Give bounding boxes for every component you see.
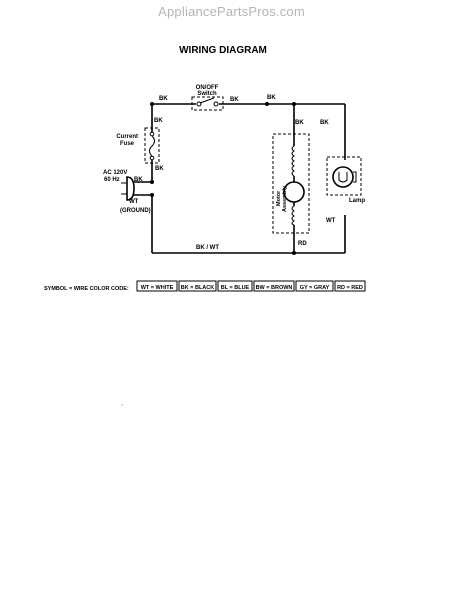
wire-label-rd: RD bbox=[298, 241, 307, 247]
legend-prefix: SYMBOL = WIRE COLOR CODE: bbox=[44, 286, 129, 292]
junction-dot bbox=[292, 102, 296, 106]
wire-label-bk: BK bbox=[154, 118, 163, 124]
diagram-title: WIRING DIAGRAM bbox=[179, 45, 267, 56]
wire-label-bk: BK bbox=[267, 95, 276, 101]
ac-plug-icon bbox=[126, 176, 135, 201]
legend-box bbox=[136, 280, 178, 292]
fuse-element bbox=[149, 135, 155, 157]
wire-label-bk: BK bbox=[159, 96, 168, 102]
junction-dot bbox=[150, 193, 154, 197]
lamp-bulb-icon bbox=[332, 166, 354, 188]
watermark: AppliancePartsPros.com bbox=[158, 4, 305, 19]
scan-speck bbox=[121, 404, 123, 406]
switch-label-line2: Switch bbox=[197, 91, 217, 97]
legend-box bbox=[295, 280, 334, 292]
motor-winding-bottom bbox=[291, 205, 295, 226]
wire-label-bk: BK bbox=[155, 166, 164, 172]
motor-icon bbox=[283, 181, 305, 203]
legend-code: BW = BROWN bbox=[256, 285, 293, 291]
switch-contact bbox=[213, 101, 219, 107]
wire-label-bkwt: BK / WT bbox=[196, 245, 219, 251]
switch-dashed-box bbox=[191, 96, 224, 111]
wire-label-bk: BK bbox=[320, 120, 329, 126]
fuse-dashed-box bbox=[144, 127, 160, 164]
motor-dashed-box bbox=[272, 133, 310, 234]
legend-box bbox=[178, 280, 217, 292]
switch-label-line1: ON/OFF bbox=[196, 85, 219, 91]
fuse-contact bbox=[149, 131, 155, 137]
wire-label-bk: BK bbox=[134, 177, 143, 183]
legend-code: BK = BLACK bbox=[181, 285, 214, 291]
legend-box bbox=[217, 280, 253, 292]
ac-label-line2: 60 Hz bbox=[104, 177, 120, 183]
fuse-label-line1: Current bbox=[116, 134, 138, 140]
legend-box bbox=[253, 280, 295, 292]
legend-box bbox=[334, 280, 366, 292]
legend-code: WT = WHITE bbox=[141, 285, 174, 291]
lamp-label: Lamp bbox=[349, 198, 365, 204]
lamp-base bbox=[353, 171, 357, 183]
wire-label-bk: BK bbox=[295, 120, 304, 126]
wire-label-wt: WT bbox=[129, 199, 139, 205]
legend-code: RD = RED bbox=[337, 285, 363, 291]
lamp-filament bbox=[338, 172, 348, 183]
motor-label-line2: Assembly bbox=[282, 185, 288, 212]
wire-label-wt: WT bbox=[326, 218, 336, 224]
fuse-label-line2: Fuse bbox=[120, 141, 135, 147]
junction-dot bbox=[292, 251, 296, 255]
legend-code: GY = GRAY bbox=[300, 285, 330, 291]
ground-label: (GROUND) bbox=[120, 208, 151, 214]
legend-code: BL = BLUE bbox=[221, 285, 250, 291]
wire-label-bk: BK bbox=[230, 97, 239, 103]
ac-label-line1: AC 120V bbox=[103, 170, 127, 176]
motor-winding-top bbox=[291, 145, 295, 177]
fuse-contact bbox=[149, 155, 155, 161]
junction-dot bbox=[265, 102, 269, 106]
motor-label-line1: Motor bbox=[276, 190, 282, 206]
lamp-dashed-box bbox=[326, 156, 362, 196]
junction-dot bbox=[150, 102, 154, 106]
junction-dot bbox=[150, 180, 154, 184]
switch-contact bbox=[196, 101, 202, 107]
switch-lever bbox=[199, 97, 215, 104]
